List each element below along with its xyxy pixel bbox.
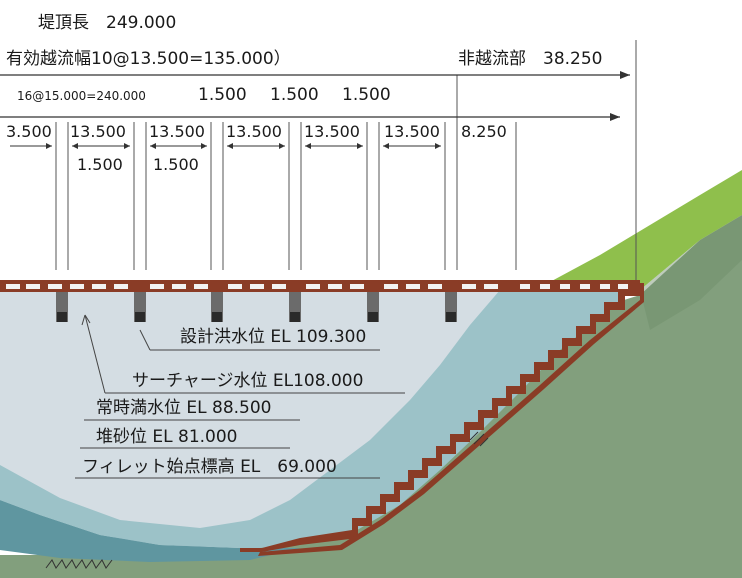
pier xyxy=(134,292,146,322)
dimension-horizontals xyxy=(0,71,630,121)
ground-hillside xyxy=(0,215,742,578)
bay-width-labels: 3.500 13.500 13.500 13.500 13.500 13.500… xyxy=(6,122,507,141)
bay-width: 13.500 xyxy=(226,122,282,141)
spillway-piers xyxy=(56,292,457,322)
pier xyxy=(211,292,223,322)
pier xyxy=(289,292,301,322)
sediment-deposit xyxy=(0,500,300,562)
pier-width-b: 1.500 xyxy=(270,85,319,105)
crest-white-dashes xyxy=(6,284,628,289)
pier xyxy=(367,292,379,322)
pier-width-c: 1.500 xyxy=(342,85,391,105)
bay-width: 3.500 xyxy=(6,122,52,141)
effective-overflow-width-label: 有効越流幅10@13.500=135.000） xyxy=(6,49,291,69)
bay-width: 8.250 xyxy=(461,122,507,141)
bay-arrows xyxy=(10,143,441,149)
sediment-level-label: 堆砂位 EL 81.000 xyxy=(96,427,238,447)
design-flood-level-label: 設計洪水位 EL 109.300 xyxy=(180,327,366,347)
pier-width-label: 1.500 xyxy=(153,155,199,174)
bay-width: 13.500 xyxy=(304,122,360,141)
bay-width: 13.500 xyxy=(384,122,440,141)
reservoir-water xyxy=(0,290,620,548)
crest-length-label: 堤頂長 249.000 xyxy=(38,13,176,33)
pier-spacing-label: 16@15.000=240.000 xyxy=(17,89,146,103)
ground-hatch xyxy=(45,431,489,569)
earth-shadow xyxy=(640,215,742,330)
normal-water-level-label: 常時満水位 EL 88.500 xyxy=(96,398,272,418)
dimension-verticals xyxy=(55,40,637,280)
grass-slope xyxy=(548,170,742,290)
bay-width: 13.500 xyxy=(149,122,205,141)
pier-width-a: 1.500 xyxy=(198,85,247,105)
pier xyxy=(445,292,457,322)
pier-width-label: 1.500 xyxy=(77,155,123,174)
non-overflow-section-label: 非越流部 38.250 xyxy=(458,49,602,69)
level-leader-lines xyxy=(75,314,405,479)
surcharge-level-label: サーチャージ水位 EL108.000 xyxy=(132,371,363,391)
pier xyxy=(56,292,68,322)
fillet-start-elevation-label: フィレット始点標高 EL 69.000 xyxy=(82,457,337,477)
bay-width: 13.500 xyxy=(70,122,126,141)
